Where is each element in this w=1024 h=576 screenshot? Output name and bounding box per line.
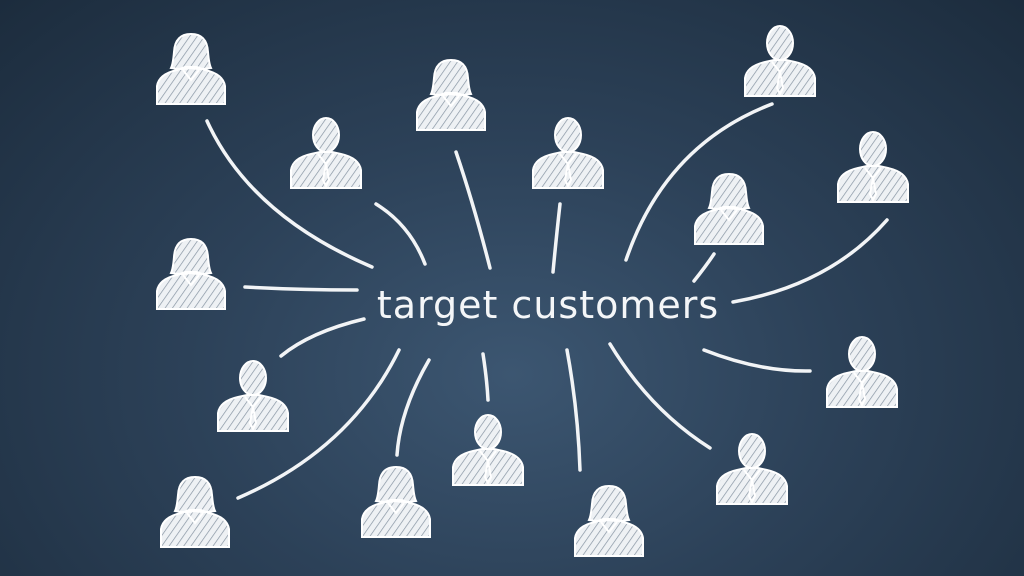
- man-icon: [532, 117, 604, 189]
- connector-line: [692, 252, 716, 283]
- connector-line: [624, 102, 774, 262]
- connector-line: [243, 285, 359, 292]
- man-icon: [837, 131, 909, 203]
- connector-line: [205, 119, 374, 269]
- woman-icon: [160, 476, 230, 548]
- connector-line: [608, 342, 712, 450]
- connector-lines: [205, 102, 889, 500]
- connector-line: [395, 358, 431, 457]
- woman-icon: [416, 59, 486, 131]
- woman-icon: [574, 485, 644, 557]
- woman-icon: [694, 173, 764, 245]
- man-icon: [716, 433, 788, 505]
- man-icon: [452, 414, 524, 486]
- connector-line: [279, 317, 366, 358]
- connector-line: [454, 150, 492, 270]
- connector-line: [731, 218, 889, 304]
- man-icon: [826, 336, 898, 408]
- connector-line: [236, 348, 401, 500]
- connector-line: [374, 202, 427, 266]
- connector-line: [702, 348, 812, 373]
- man-icon: [217, 360, 289, 432]
- woman-icon: [361, 466, 431, 538]
- connector-line: [565, 348, 582, 472]
- man-icon: [290, 117, 362, 189]
- center-label: target customers: [377, 283, 719, 327]
- man-icon: [744, 25, 816, 97]
- woman-icon: [156, 33, 226, 105]
- woman-icon: [156, 238, 226, 310]
- connector-line: [551, 202, 562, 274]
- connector-line: [481, 352, 490, 402]
